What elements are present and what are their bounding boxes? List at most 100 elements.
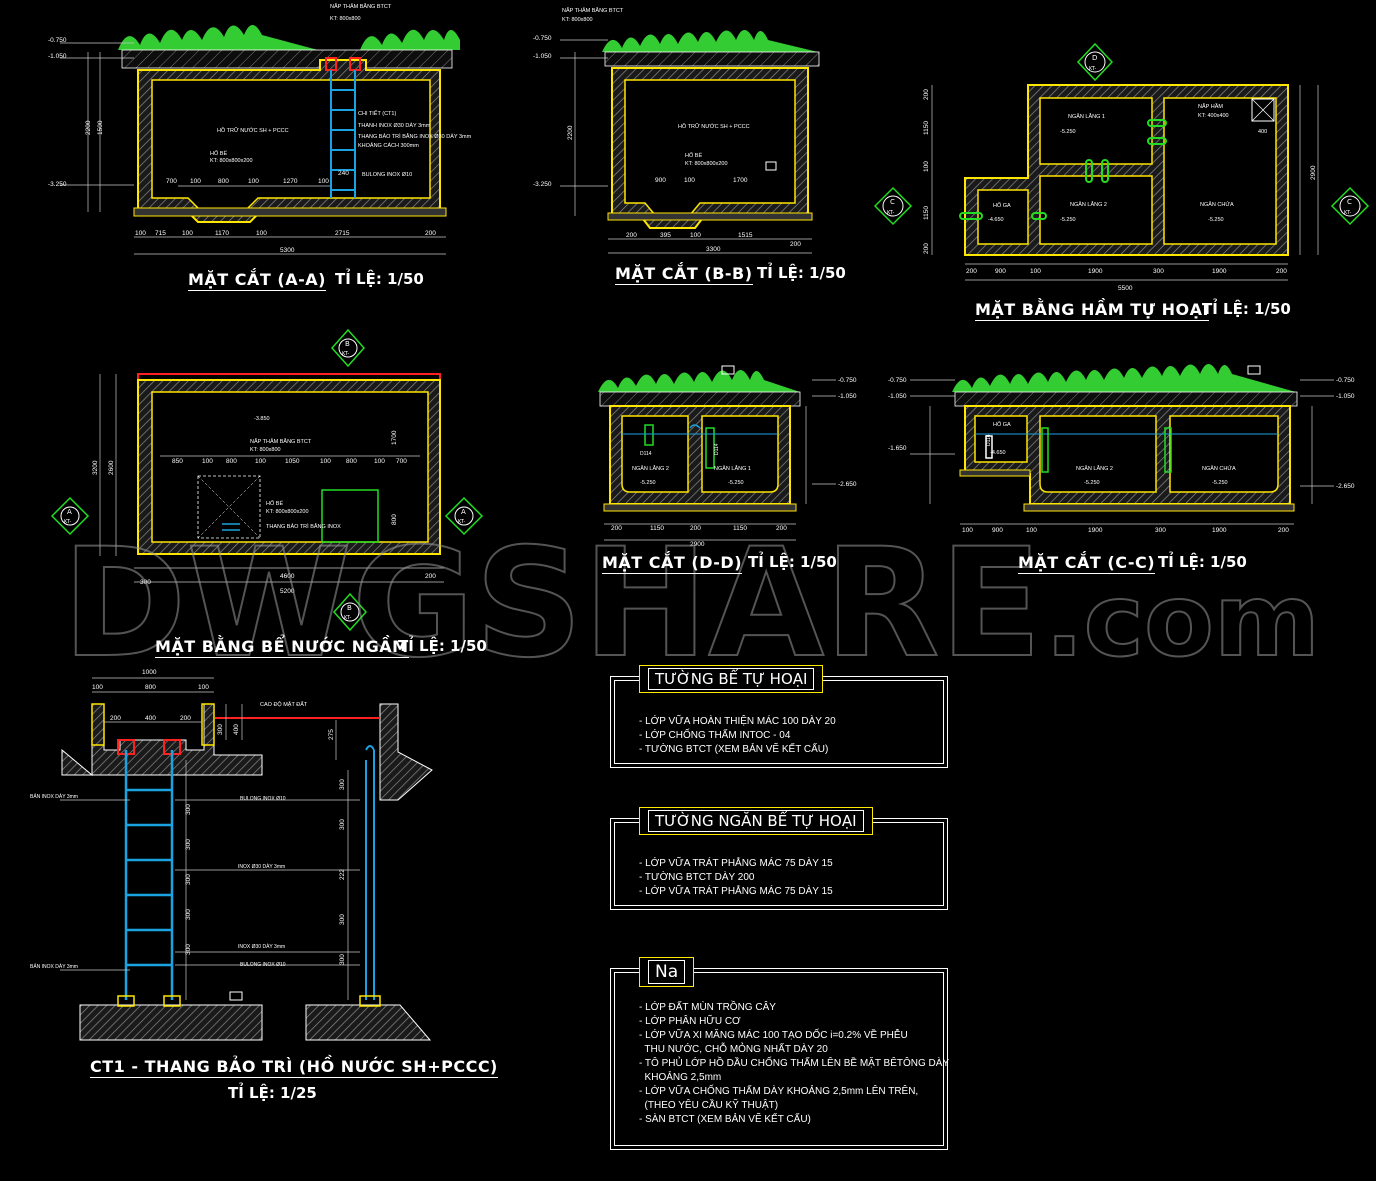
label-thanh-inox-aa: THANH INOX Ø30 DÀY 3mm [358, 122, 431, 129]
mark-d-top: D KT- [1076, 42, 1114, 82]
dim-ham-3: 1900 [1088, 268, 1103, 275]
dim-be-3: 100 [255, 458, 266, 465]
dim-bb-4: 200 [790, 241, 801, 248]
dim-cc-4: 300 [1155, 527, 1166, 534]
mark-c-left-kt: KT- [887, 210, 894, 216]
dim-ct1-6: 200 [180, 715, 191, 722]
dim-ham-0: 200 [966, 268, 977, 275]
dim-bb-v: 2200 [567, 125, 574, 140]
label-bulong-bot: BULONG INOX Ø10 [240, 962, 286, 968]
lvl-ham-l2: -5.250 [1060, 217, 1076, 223]
dim-ct1-16: 300 [339, 819, 346, 830]
lvl-bb-3250: -3.250 [533, 181, 552, 188]
dim-be-4: 1050 [285, 458, 300, 465]
dim-ct1-11: 300 [185, 839, 192, 850]
label-kt800-bb: KT: 800x800 [562, 17, 593, 23]
mark-b-top-label: B [345, 340, 350, 348]
lvl-dd-2650: -2.650 [838, 481, 857, 488]
dim-ham-v2: 100 [923, 161, 930, 172]
dim-ham-v0: 200 [923, 89, 930, 100]
title-bb: MẶT CẮT (B-B) [615, 264, 753, 285]
dim-ham-v4: 200 [923, 243, 930, 254]
dim-be-12: 200 [425, 573, 436, 580]
lvl-aa-1050: -1.050 [48, 53, 67, 60]
dim-ham-400: 400 [1258, 129, 1267, 135]
scale-be: TỈ LỆ: 1/50 [398, 637, 487, 655]
dim-ct1-5: 400 [145, 715, 156, 722]
label-chi-tiet-aa: CHI TIẾT (CT1) [358, 110, 396, 117]
lvl-cc-b: -5.250 [1212, 480, 1228, 486]
dim-ham-v3: 1150 [923, 206, 930, 220]
dim-be-9: 4600 [280, 573, 295, 580]
dim-be-15: 1700 [391, 430, 398, 445]
mark-c-left: C KT- [873, 186, 913, 226]
label-nap-tham-be: NẮP THĂM BẰNG BTCT [250, 437, 312, 445]
dim-ct1-9: 275 [328, 729, 335, 740]
dim-aa-v2: 1500 [97, 120, 104, 135]
dim-cc-3: 1900 [1088, 527, 1103, 534]
dim-be-14: 2600 [108, 460, 115, 475]
label-kt-ho-be-be: KT: 800x800x200 [266, 509, 309, 515]
mark-d-kt: KT- [1089, 66, 1096, 72]
label-cc-d114: D114 [986, 434, 992, 446]
label-inox30-bot: INOX Ø30 DÀY 3mm [238, 943, 285, 950]
dim-aa-4: 100 [256, 230, 267, 237]
dim-ct1-14: 300 [185, 944, 192, 955]
lvl-ham-chua: -5.250 [1208, 217, 1224, 223]
dim-aa-in-0: 700 [166, 178, 177, 185]
dim-ct1-7: 300 [217, 724, 224, 735]
label-dd-d114-a: D114 [640, 451, 652, 457]
label-nap-ham: NẮP HẦM [1198, 102, 1223, 110]
dim-ham-5: 1900 [1212, 268, 1227, 275]
mark-c-right: C KT- [1330, 186, 1370, 226]
label-ho-be-bb: HỐ BỂ [685, 152, 702, 159]
dim-ham-4: 300 [1153, 268, 1164, 275]
dim-aa-in-4: 1270 [283, 178, 298, 185]
dim-be-1: 100 [202, 458, 213, 465]
label-ho-ga-ham: HỐ GA [993, 202, 1011, 209]
note-tuong-be: TƯỜNG BỂ TỰ HOẠI - LỚP VỮA HOÀN THIỆN MÁ… [610, 665, 948, 768]
dim-ct1-10: 300 [185, 804, 192, 815]
dim-bb-in-2: 1700 [733, 177, 748, 184]
scale-bb: TỈ LỆ: 1/50 [757, 264, 846, 282]
label-cc-ngan-lang-2: NGĂN LẮNG 2 [1076, 464, 1113, 472]
dim-bb-2: 100 [690, 232, 701, 239]
scale-aa: TỈ LỆ: 1/50 [335, 270, 424, 288]
dim-ham-v5: 2900 [1310, 165, 1317, 180]
dim-dd-1: 1150 [650, 525, 664, 532]
dim-ct1-8: 400 [233, 724, 240, 735]
mark-b-bottom: B KT- [332, 592, 368, 632]
dim-be-5: 100 [320, 458, 331, 465]
note-na-lines: - LỚP ĐẤT MÙN TRỒNG CÂY - LỚP PHÂN HỮU C… [639, 1002, 950, 1125]
dim-ct1-17: 222 [339, 869, 346, 880]
label-khoang-aa: KHOẢNG CÁCH 300mm [358, 142, 419, 149]
lvl-aa-3250: -3.250 [48, 181, 67, 188]
note-tuong-be-lines: - LỚP VỮA HOÀN THIỆN MÁC 100 DÀY 20 - LỚ… [639, 716, 836, 755]
dim-be-13: 3200 [92, 460, 99, 475]
lvl-dd-b: -5.250 [728, 480, 744, 486]
label-ngan-lang-2: NGĂN LẮNG 2 [1070, 200, 1107, 208]
note-na-head: Na [639, 957, 695, 987]
label-kt800-aa: KT: 800x800 [330, 16, 361, 22]
scale-dd: TỈ LỆ: 1/50 [748, 553, 837, 571]
lvl-cc-0750-r: -0.750 [1336, 377, 1355, 384]
dim-ham-6: 200 [1276, 268, 1287, 275]
label-dd-ngan-lang-1: NGĂN LẮNG 1 [714, 464, 751, 472]
mark-c-right-kt: KT- [1344, 210, 1351, 216]
lvl-ham-l1: -5.250 [1060, 129, 1076, 135]
dim-ct1-18: 300 [339, 914, 346, 925]
dim-be-10: 5200 [280, 588, 295, 595]
label-kt800-be: KT: 800x800 [250, 447, 281, 453]
dim-be-11: 300 [140, 579, 151, 586]
dim-aa-in-5: 240 [338, 170, 349, 177]
dim-bb-in-1: 100 [684, 177, 695, 184]
dim-be-2: 800 [226, 458, 237, 465]
dim-ct1-2: 100 [92, 684, 103, 691]
dim-aa-5: 2715 [335, 230, 350, 237]
dim-aa-0: 100 [135, 230, 146, 237]
dim-dd-5: 2900 [690, 541, 705, 548]
dim-aa-v1: 2200 [85, 120, 92, 135]
ladder-ct1 [124, 750, 174, 1000]
